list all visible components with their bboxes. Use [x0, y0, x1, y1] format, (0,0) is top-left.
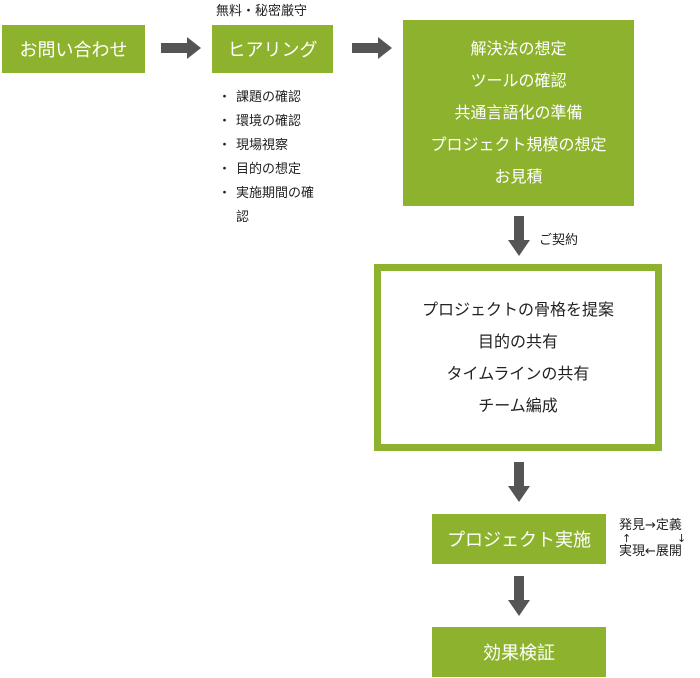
- list-item: 課題の確認: [218, 86, 332, 110]
- step-verification-label: 効果検証: [483, 643, 555, 664]
- proposal-line: 解決法の想定: [470, 39, 567, 58]
- cycle-vertical-arrows: ↑ ↓: [619, 532, 686, 545]
- step-hearing: ヒアリング: [212, 25, 333, 73]
- kickoff-line: プロジェクトの骨格を提案: [421, 299, 614, 319]
- kickoff-line: 目的の共有: [477, 331, 558, 351]
- step-hearing-label: ヒアリング: [227, 40, 318, 61]
- hearing-checklist: 課題の確認 環境の確認 現場視察 目的の想定 実施期間の確認: [218, 86, 332, 230]
- proposal-line: お見積: [494, 167, 543, 186]
- proposal-line: 共通言語化の準備: [454, 103, 583, 122]
- cycle-top-row: 発見→定義: [619, 518, 682, 533]
- kickoff-line: タイムラインの共有: [446, 363, 590, 383]
- step-inquiry: お問い合わせ: [2, 25, 145, 73]
- cycle-bottom-row: 実現←展開: [619, 544, 682, 559]
- kickoff-box: プロジェクトの骨格を提案 目的の共有 タイムラインの共有 チーム編成: [374, 264, 662, 451]
- list-item: 現場視察: [218, 134, 332, 158]
- arrow-down-icon: ↓: [677, 532, 687, 545]
- step-implementation: プロジェクト実施: [432, 514, 606, 564]
- arrow-up-icon: ↑: [622, 532, 632, 545]
- arrow-right-icon: [161, 37, 201, 59]
- arrow-down-icon: [508, 576, 530, 616]
- list-item: 環境の確認: [218, 110, 332, 134]
- arrow-down-icon: [508, 216, 530, 256]
- step-implementation-label: プロジェクト実施: [447, 530, 591, 551]
- proposal-box: 解決法の想定 ツールの確認 共通言語化の準備 プロジェクト規模の想定 お見積: [403, 20, 634, 206]
- hearing-note: 無料・秘密厳守: [216, 4, 308, 19]
- step-inquiry-label: お問い合わせ: [19, 40, 128, 61]
- list-item: 実施期間の確認: [218, 182, 320, 230]
- arrow-down-icon: [508, 462, 530, 502]
- proposal-line: ツールの確認: [470, 71, 567, 90]
- arrow-right-icon: [352, 37, 392, 59]
- proposal-line: プロジェクト規模の想定: [430, 135, 607, 154]
- kickoff-line: チーム編成: [478, 395, 558, 415]
- list-item: 目的の想定: [218, 158, 332, 182]
- contract-label: ご契約: [539, 233, 579, 248]
- improvement-cycle: 発見→定義 ↑ ↓ 実現←展開: [619, 518, 686, 560]
- step-verification: 効果検証: [432, 627, 606, 677]
